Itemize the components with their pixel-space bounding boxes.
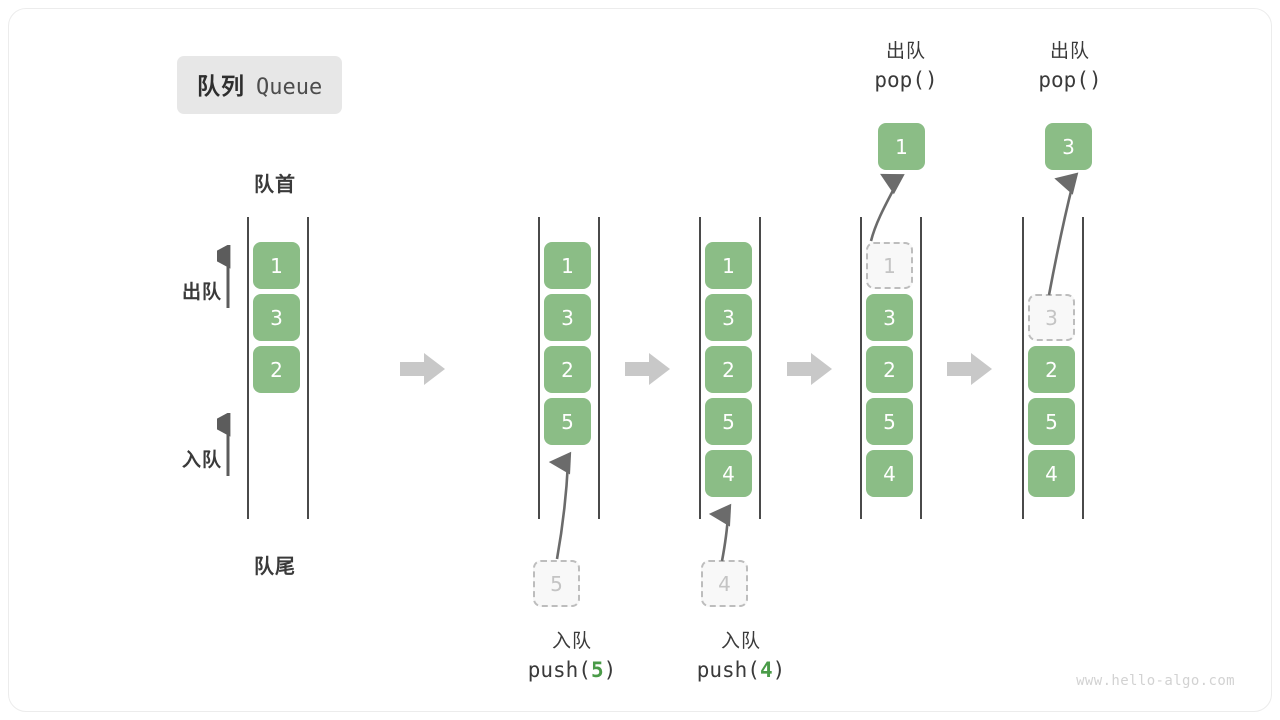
pop-caption-2-cn: 出队 (1049, 41, 1090, 62)
push-caption-1: 入队 push(5) (477, 629, 667, 686)
transition-arrow-1 (400, 353, 445, 385)
pop-arrow-2 (1047, 172, 1079, 296)
push-caption-2: 入队 push(4) (646, 629, 836, 686)
watermark: www.hello-algo.com (1076, 673, 1235, 689)
stage5-element-1: 5 (1028, 398, 1075, 445)
stage5-popped-element: 3 (1045, 123, 1092, 170)
stage1-rail-left (247, 217, 249, 519)
stage5-element-2: 4 (1028, 450, 1075, 497)
pop-caption-1: 出队 pop() (811, 39, 1001, 96)
pop-caption-2-code: pop() (1038, 67, 1102, 92)
stage3-element-2: 2 (705, 346, 752, 393)
stage4-popped-element: 1 (878, 123, 925, 170)
stage3-element-1: 3 (705, 294, 752, 341)
stage3-rail-right (759, 217, 761, 519)
push-1-value: 5 (590, 657, 604, 682)
queue-head-label: 队首 (254, 174, 296, 196)
transition-arrow-3 (787, 353, 832, 385)
push-2-value: 4 (759, 657, 773, 682)
push-caption-1-cn: 入队 (551, 631, 592, 652)
stage4-rail-right (920, 217, 922, 519)
stage3-rail-left (699, 217, 701, 519)
pop-caption-1-code: pop() (874, 67, 938, 92)
stage4-element-2: 5 (866, 398, 913, 445)
stage2-element-1: 3 (544, 294, 591, 341)
dequeue-direction-arrow (217, 245, 231, 308)
stage2-element-2: 2 (544, 346, 591, 393)
pop-arrow-1 (869, 173, 905, 242)
push-2-prefix: push( (696, 657, 760, 682)
enqueue-direction-arrow (217, 413, 231, 476)
push-caption-2-code: push(4) (646, 656, 836, 686)
stage1-rail-right (307, 217, 309, 519)
title-badge: 队列 Queue (177, 56, 343, 114)
stage1-element-0: 1 (253, 242, 300, 289)
push-1-prefix: push( (527, 657, 591, 682)
transition-arrow-4 (947, 353, 992, 385)
dequeue-label: 出队 (181, 282, 222, 303)
pop-caption-2: 出队 pop() (975, 39, 1165, 96)
pop-caption-1-cn: 出队 (885, 41, 926, 62)
stage2-rail-left (538, 217, 540, 519)
stage3-element-0: 1 (705, 242, 752, 289)
stage2-element-0: 1 (544, 242, 591, 289)
push-caption-1-code: push(5) (477, 656, 667, 686)
push-1-suffix: ) (603, 657, 617, 682)
stage4-element-0: 3 (866, 294, 913, 341)
stage2-element-3: 5 (544, 398, 591, 445)
push-arrow-1 (548, 451, 572, 560)
queue-tail-label: 队尾 (254, 556, 296, 578)
transition-arrow-2 (625, 353, 670, 385)
push-caption-2-cn: 入队 (720, 631, 761, 652)
stage1-element-2: 2 (253, 346, 300, 393)
push-2-suffix: ) (772, 657, 786, 682)
stage3-element-4: 4 (705, 450, 752, 497)
stage3-incoming-ghost: 4 (701, 560, 748, 607)
push-arrow-2 (709, 503, 732, 562)
stage4-element-1: 2 (866, 346, 913, 393)
stage3-element-3: 5 (705, 398, 752, 445)
stage1-element-1: 3 (253, 294, 300, 341)
stage2-incoming-ghost: 5 (533, 560, 580, 607)
stage2-rail-right (598, 217, 600, 519)
enqueue-label: 入队 (181, 450, 222, 471)
stage5-rail-left (1022, 217, 1024, 519)
stage5-ghost-popped: 3 (1028, 294, 1075, 341)
title-cn: 队列 (197, 73, 245, 99)
diagram-card: 队列 Queue 队首 队尾 出队 入队 1 3 2 1 3 2 5 5 (8, 8, 1272, 712)
stage4-ghost-popped: 1 (866, 242, 913, 289)
stage4-element-3: 4 (866, 450, 913, 497)
stage5-rail-right (1082, 217, 1084, 519)
title-en: Queue (256, 75, 323, 100)
stage5-element-0: 2 (1028, 346, 1075, 393)
stage4-rail-left (860, 217, 862, 519)
